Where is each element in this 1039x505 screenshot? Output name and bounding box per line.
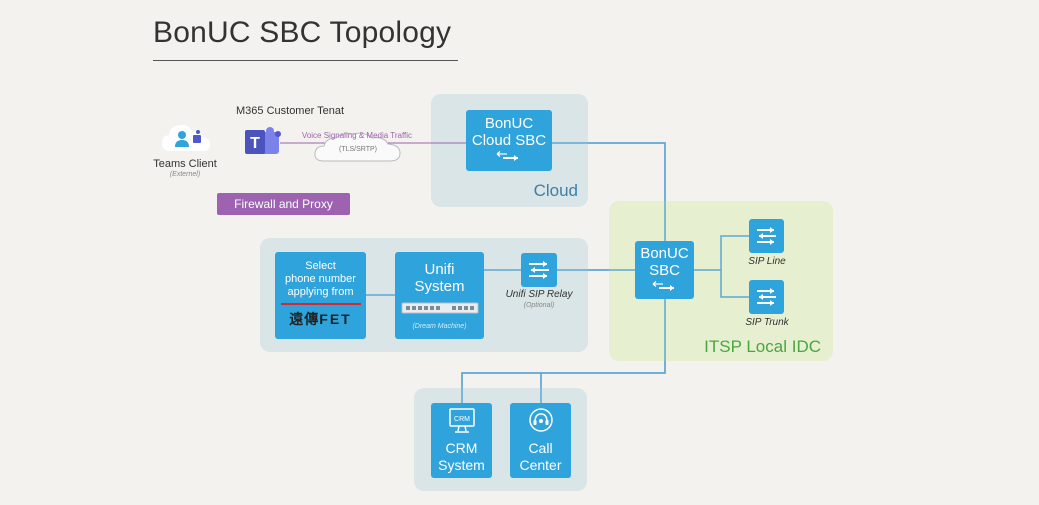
router-icon (401, 302, 478, 314)
sip-relay-sub: (Optional) (523, 302, 555, 309)
call-line1: Call (528, 440, 553, 456)
cloud-region-label: Cloud (533, 181, 578, 200)
unifi-system-box: Unifi System (Dream Machine) (395, 252, 484, 339)
select-line3: applying from (287, 286, 354, 298)
sip-relay-switch (521, 253, 557, 287)
sbc-arrows-icon (652, 281, 674, 291)
crm-system-box: CRM CRM System (431, 403, 492, 478)
itsp-region-label: ITSP Local IDC (704, 337, 821, 356)
signaling-sub: (TLS/SRTP) (339, 146, 377, 153)
sip-trunk-switch (749, 280, 784, 314)
teams-client-sub: (Externel) (169, 171, 201, 178)
cloud-icon (314, 132, 401, 162)
svg-text:T: T (250, 135, 260, 152)
fet-red-bar (280, 303, 361, 305)
signaling-label: Voice Signaling & Media Traffic (301, 131, 413, 140)
m365-tenant-label: M365 Customer Tenat (236, 105, 345, 117)
fet-label: FET (319, 311, 352, 327)
page-title: BonUC SBC Topology (153, 16, 452, 49)
sip-trunk-label: SIP Trunk (745, 317, 789, 328)
sbc-arrows-icon (496, 151, 518, 161)
call-line2: Center (519, 457, 562, 473)
sip-line-switch (749, 219, 784, 253)
monitor-icon: CRM (448, 408, 475, 433)
call-center-box: Call Center (510, 403, 571, 478)
itsp-sbc-line1: BonUC (640, 245, 689, 262)
cloud-sbc-box: BonUC Cloud SBC (466, 110, 552, 171)
sip-line-label: SIP Line (748, 256, 786, 267)
dream-machine-label: (Dream Machine) (412, 323, 467, 330)
fet-logo: 遠傳FET (275, 309, 366, 329)
select-line1: Select (305, 260, 336, 272)
crm-line1: CRM (445, 440, 478, 456)
crm-line2: System (438, 457, 485, 473)
teams-client-label: Teams Client (153, 158, 217, 170)
select-phone-box: Select phone number applying from 遠傳FET (275, 252, 366, 339)
sip-relay-label: Unifi SIP Relay (505, 289, 573, 300)
select-line2: phone number (285, 273, 356, 285)
itsp-sbc-line2: SBC (649, 262, 680, 279)
firewall-proxy-box: Firewall and Proxy (217, 193, 350, 215)
fet-cjk: 遠傳 (289, 311, 320, 327)
switch-icon (529, 261, 549, 279)
switch-icon (757, 227, 776, 245)
cloud-sbc-line1: BonUC (484, 115, 534, 132)
person-cloud-icon (162, 124, 210, 151)
cloud-sbc-line2: Cloud SBC (471, 132, 547, 149)
itsp-sbc-box: BonUC SBC (635, 241, 694, 299)
unifi-system-line1: Unifi (424, 261, 455, 278)
switch-icon (757, 288, 776, 306)
teams-icon: T (245, 127, 281, 154)
crm-icon-text: CRM (454, 416, 470, 423)
headset-icon (528, 408, 553, 432)
title-underline (153, 60, 458, 61)
unifi-system-line2: System (414, 278, 465, 295)
